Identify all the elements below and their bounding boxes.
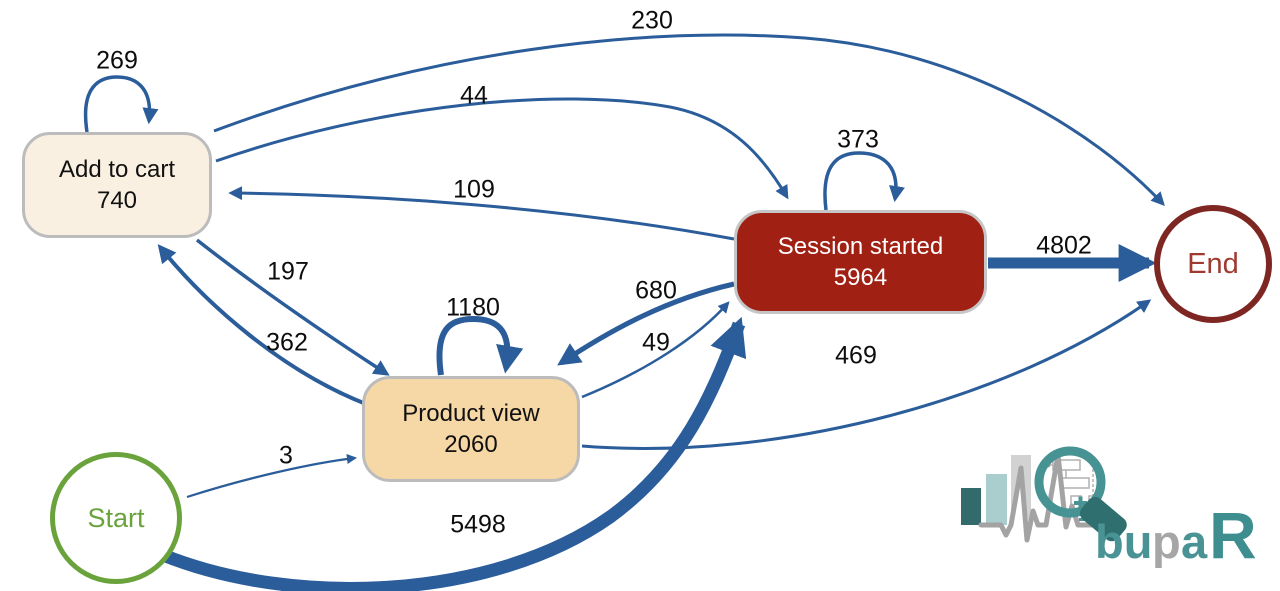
edge-label-469: 469 bbox=[835, 341, 877, 370]
edge-label-269: 269 bbox=[96, 46, 138, 75]
logo-magnifier-handle bbox=[1079, 496, 1127, 542]
node-product-view: Product view 2060 bbox=[362, 376, 580, 482]
edge-add-to-cart-to-product-view bbox=[195, 238, 390, 376]
edge-add-to-cart-to-session-started bbox=[215, 97, 789, 200]
node-end-label: End bbox=[1187, 247, 1239, 280]
edge-label-3: 3 bbox=[279, 441, 293, 470]
edge-label-197: 197 bbox=[267, 257, 309, 286]
edge-start-to-session-started bbox=[160, 316, 747, 591]
edge-label-49: 49 bbox=[642, 328, 670, 357]
edge-label-109: 109 bbox=[453, 175, 495, 204]
node-end: End bbox=[1154, 205, 1272, 323]
edge-label-1180: 1180 bbox=[446, 293, 500, 322]
node-add-to-cart-count: 740 bbox=[96, 187, 138, 214]
node-session-started-count: 5964 bbox=[833, 264, 888, 291]
node-session-started: Session started 5964 bbox=[734, 210, 987, 314]
edge-start-to-product-view bbox=[186, 453, 358, 499]
logo-text-a: a bbox=[1181, 515, 1208, 568]
node-start: Start bbox=[50, 452, 182, 584]
logo-magnifier-lens bbox=[1034, 446, 1106, 518]
edge-session-started-self-loop bbox=[823, 151, 905, 211]
node-add-to-cart: Add to cart 740 bbox=[22, 132, 212, 238]
edge-session-started-to-product-view bbox=[557, 281, 735, 366]
edge-label-44: 44 bbox=[460, 81, 488, 110]
edge-product-view-self-loop bbox=[436, 315, 524, 376]
edge-label-680: 680 bbox=[635, 276, 677, 305]
logo-text-r: R bbox=[1209, 498, 1257, 572]
bupar-logo: bu p a R bbox=[961, 446, 1257, 572]
edge-add-to-cart-self-loop bbox=[83, 75, 159, 133]
logo-text-p: p bbox=[1152, 515, 1181, 568]
logo-bar-light bbox=[986, 474, 1007, 525]
edge-session-started-to-add-to-cart bbox=[228, 186, 735, 241]
node-product-view-count: 2060 bbox=[444, 431, 498, 458]
edge-label-362: 362 bbox=[266, 328, 308, 357]
edge-label-230: 230 bbox=[631, 6, 673, 35]
logo-bar-dark bbox=[961, 488, 981, 525]
node-start-label: Start bbox=[87, 502, 145, 533]
node-session-started-label: Session started bbox=[777, 232, 944, 260]
node-add-to-cart-label: Add to cart bbox=[58, 155, 176, 183]
edge-add-to-cart-to-end bbox=[213, 33, 1165, 207]
edge-label-373: 373 bbox=[837, 125, 879, 154]
edge-product-view-to-add-to-cart bbox=[157, 244, 367, 406]
edge-product-view-to-end bbox=[581, 299, 1152, 450]
logo-text-bu: bu bbox=[1095, 515, 1152, 568]
edge-product-view-to-session-started bbox=[581, 301, 730, 399]
edge-label-4802: 4802 bbox=[1036, 231, 1092, 260]
edge-label-5498: 5498 bbox=[450, 510, 506, 539]
node-product-view-label: Product view bbox=[402, 399, 540, 427]
